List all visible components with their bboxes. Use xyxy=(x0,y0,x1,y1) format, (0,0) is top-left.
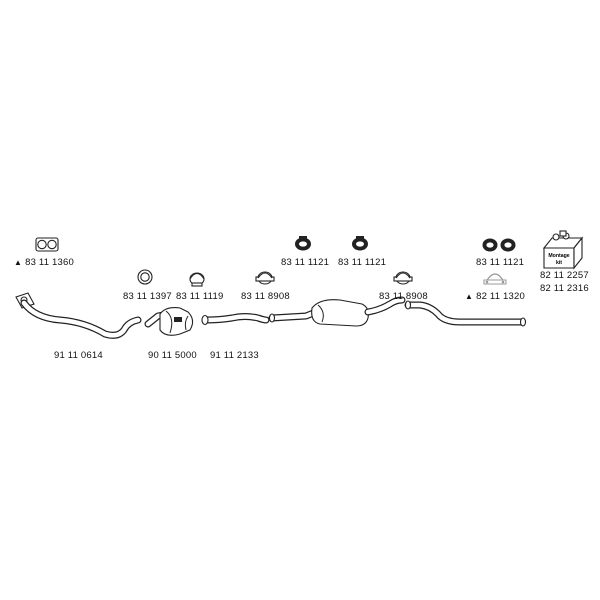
tail-pipe-icon xyxy=(404,300,527,327)
part-number-hanger-2: 83 11 1121 xyxy=(338,257,387,268)
part-number-catalyst: 90 11 5000 xyxy=(148,350,197,361)
part-number-front-pipe: 91 11 0614 xyxy=(54,350,103,361)
mounting-kit-icon: Montage kit xyxy=(542,230,584,270)
rubber-hanger-icon xyxy=(352,236,368,251)
clamp-icon xyxy=(255,271,275,285)
triangle-marker-icon: ▲ xyxy=(465,292,474,301)
part-number-mid-pipe: 91 11 2133 xyxy=(210,350,259,361)
part-number-clamp-c: 83 11 8908 xyxy=(379,291,428,302)
rubber-hanger-icon xyxy=(295,236,311,251)
part-number-kit-1: 82 11 2257 xyxy=(540,270,589,281)
gasket-icon xyxy=(35,237,59,252)
kit-box-text-2: kit xyxy=(556,260,562,266)
front-pipe-icon xyxy=(15,292,142,339)
rubber-hanger-icon xyxy=(482,238,516,252)
part-number-ring: 83 11 1397 xyxy=(123,291,172,302)
part-number-clamp-b: 83 11 8908 xyxy=(241,291,290,302)
part-number-hanger-1: 83 11 1121 xyxy=(281,257,330,268)
kit-box-text-1: Montage xyxy=(548,253,569,259)
part-number-clamp-a: 83 11 1119 xyxy=(176,291,224,302)
rear-silencer-icon xyxy=(268,296,406,327)
triangle-marker-icon: ▲ xyxy=(14,258,23,267)
part-number-kit-2: 82 11 2316 xyxy=(540,283,589,294)
part-number-clamp-d: ▲82 11 1320 xyxy=(465,291,525,302)
mid-pipe-icon xyxy=(201,313,270,326)
sealing-ring-icon xyxy=(137,269,153,285)
catalytic-converter-icon xyxy=(144,307,194,336)
part-number-hanger-3: 83 11 1121 xyxy=(476,257,525,268)
clamp-icon xyxy=(393,271,413,285)
part-number-gasket: ▲83 11 1360 xyxy=(14,257,74,268)
clamp-icon xyxy=(483,273,507,285)
clamp-icon xyxy=(189,272,205,287)
